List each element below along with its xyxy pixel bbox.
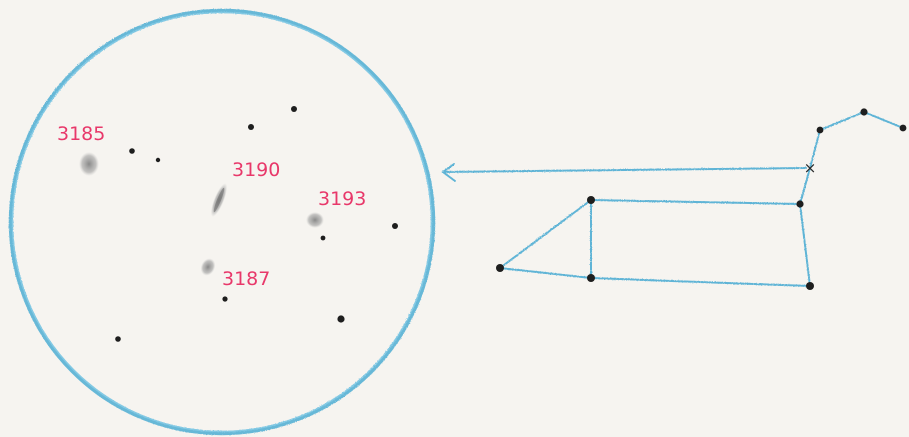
field-star (392, 223, 398, 229)
constellation-stars (496, 108, 906, 290)
field-star (129, 148, 135, 154)
galaxy-label-3193: 3193 (318, 188, 366, 210)
galaxy-3190-smudge (208, 181, 231, 218)
galaxy-3185-smudge (79, 152, 99, 176)
field-star (156, 158, 160, 162)
field-stars (115, 106, 398, 342)
pointer-arrow (443, 164, 806, 181)
field-star (337, 315, 344, 322)
constellation-star (860, 108, 867, 115)
field-star (291, 106, 297, 112)
galaxy-label-3187: 3187 (222, 268, 270, 290)
field-star (248, 124, 254, 130)
constellation-star (496, 264, 504, 272)
constellation-star (806, 282, 814, 290)
constellation-star (900, 125, 907, 132)
galaxy-label-3185: 3185 (57, 123, 105, 145)
galaxy-3193-smudge (306, 212, 324, 228)
field-star (321, 236, 326, 241)
constellation-star (817, 127, 824, 134)
target-cross-marker: × (804, 159, 817, 177)
constellation-star (587, 196, 595, 204)
eyepiece-field-circle (11, 11, 433, 433)
field-star (222, 296, 227, 301)
constellation-star (587, 274, 595, 282)
galaxy-3187-smudge (198, 256, 218, 278)
constellation-lines (500, 112, 903, 286)
constellation-star (796, 200, 803, 207)
field-star (115, 336, 121, 342)
galaxy-label-3190: 3190 (232, 159, 280, 181)
